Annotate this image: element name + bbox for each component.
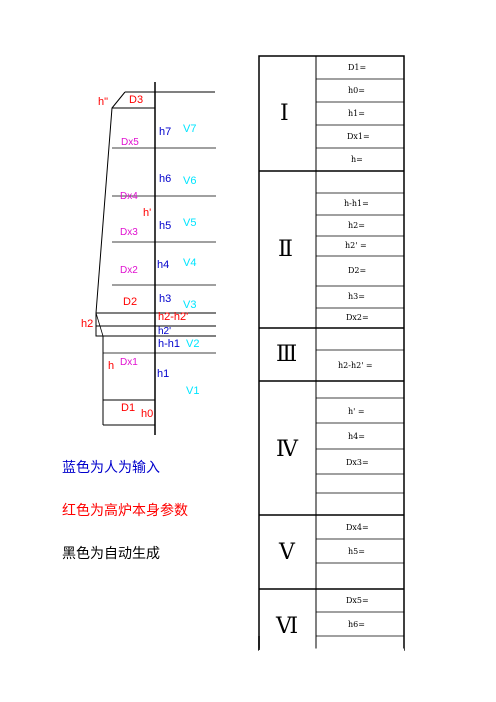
- section-3-numeral: Ⅲ: [276, 342, 298, 367]
- cell-h5: h5=: [348, 547, 365, 556]
- cell-Dx2: Dx2=: [346, 313, 369, 322]
- label-h2-prime: h2': [158, 326, 172, 337]
- cell-Dx4: Dx4=: [346, 523, 369, 532]
- cell-h: h=: [351, 155, 363, 164]
- section-6-numeral: Ⅵ: [276, 614, 299, 639]
- label-h4: h4: [157, 259, 170, 271]
- legend-blue-input: 蓝色为人为输入: [62, 460, 160, 476]
- cell-h0: h0=: [348, 86, 365, 95]
- label-V6: V6: [183, 175, 197, 187]
- cell-h-minus-h1: h-h1=: [344, 199, 369, 208]
- label-D2: D2: [123, 296, 138, 308]
- label-h2: h2: [81, 318, 94, 330]
- cell-Dx5: Dx5=: [346, 596, 369, 605]
- legend-red-furnace: 红色为高炉本身参数: [62, 503, 188, 519]
- label-D3: D3: [129, 94, 144, 106]
- label-h3: h3: [159, 293, 172, 305]
- cell-D2: D2=: [348, 266, 367, 275]
- label-Dx1: Dx1: [120, 357, 138, 368]
- cell-h2-minus-h2prime: h2-h2' =: [338, 361, 373, 370]
- legend-black-auto: 黑色为自动生成: [62, 546, 160, 562]
- label-h1: h1: [157, 368, 170, 380]
- section-2-numeral: Ⅱ: [278, 237, 293, 262]
- cell-h3: h3=: [348, 292, 365, 301]
- section-1-numeral: Ⅰ: [280, 101, 289, 126]
- label-V7: V7: [183, 123, 197, 135]
- label-h: h: [108, 360, 115, 372]
- cell-h2: h2=: [348, 221, 365, 230]
- cell-h-prime: h' =: [348, 407, 365, 416]
- label-V4: V4: [183, 257, 197, 269]
- label-Dx3: Dx3: [120, 227, 138, 238]
- cell-D1: D1=: [348, 63, 367, 72]
- section-4-numeral: Ⅳ: [276, 437, 298, 462]
- label-D1: D1: [121, 402, 136, 414]
- cell-h2-prime: h2' =: [345, 241, 367, 250]
- section-5-numeral: Ⅴ: [279, 540, 295, 565]
- label-V1: V1: [186, 385, 200, 397]
- label-h-prime: h': [143, 207, 152, 219]
- label-h6: h6: [159, 173, 172, 185]
- label-Dx4: Dx4: [120, 191, 138, 202]
- cell-h6: h6=: [348, 620, 365, 629]
- label-V3: V3: [183, 299, 197, 311]
- label-h2-minus-h2prime: h2-h2': [158, 311, 189, 323]
- label-h5: h5: [159, 220, 172, 232]
- cell-Dx3: Dx3=: [346, 458, 369, 467]
- label-Dx2: Dx2: [120, 265, 138, 276]
- cell-Dx1: Dx1=: [347, 132, 370, 141]
- label-h7: h7: [159, 126, 172, 138]
- label-h-minus-h1: h-h1: [158, 338, 181, 350]
- cell-h4: h4=: [348, 432, 365, 441]
- label-V5: V5: [183, 217, 197, 229]
- label-h0: h0: [141, 408, 154, 420]
- label-h-dblprime: h": [98, 96, 109, 108]
- cell-h1: h1=: [348, 109, 365, 118]
- label-Dx5: Dx5: [121, 137, 139, 148]
- label-V2: V2: [186, 338, 200, 350]
